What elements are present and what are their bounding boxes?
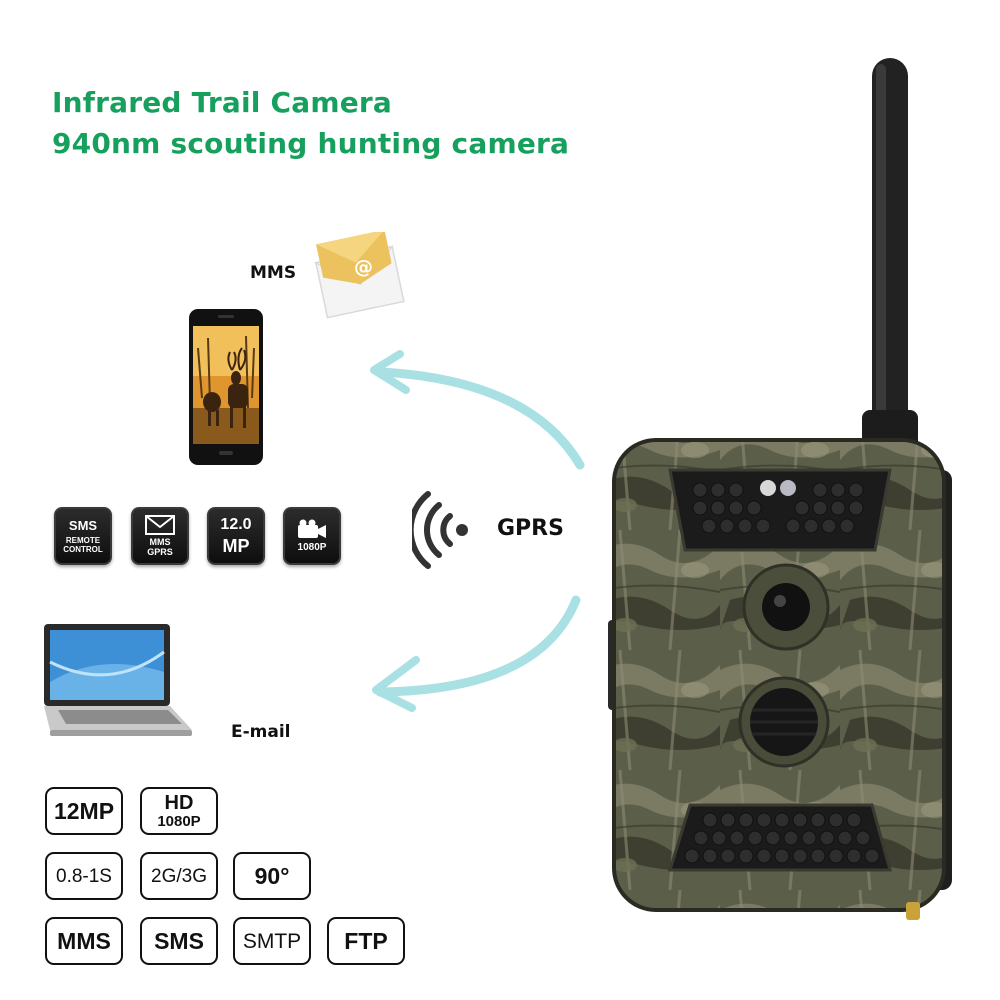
12mp-icon: 12.0 MP — [207, 507, 265, 565]
spec-badge-sms: SMS — [140, 917, 218, 965]
wifi-signal-icon — [407, 490, 476, 570]
email-label: E-mail — [231, 722, 291, 742]
spec-badge-subtext: 1080P — [157, 813, 201, 830]
feature-icon-text: SMS — [68, 518, 98, 533]
spec-badge-ftp: FTP — [327, 917, 405, 965]
envelope-at-sign: @ — [354, 256, 373, 278]
spec-badge-text: FTP — [344, 927, 388, 954]
spec-badge-text: 0.8-1S — [56, 865, 112, 887]
mms-gprs-icon: MMS GPRS — [131, 507, 189, 565]
spec-badge-trigger-speed: 0.8-1S — [45, 852, 123, 900]
spec-badge-text: 90° — [254, 862, 290, 889]
video-camera-icon — [298, 519, 326, 538]
feature-icon-text: 12.0 — [220, 515, 252, 533]
spec-badge-text: SMS — [154, 927, 204, 954]
sms-remote-control-icon: SMS REMOTE CONTROL — [54, 507, 112, 565]
mms-label: MMS — [250, 263, 297, 283]
feature-icon-text: 1080P — [297, 542, 327, 553]
spec-badge-text: 2G/3G — [151, 865, 207, 887]
spec-badge-text: SMTP — [242, 929, 302, 953]
gprs-label: GPRS — [497, 516, 564, 541]
trail-camera — [600, 50, 960, 925]
spec-badge-smtp: SMTP — [233, 917, 311, 965]
smartphone — [188, 308, 264, 466]
arrow-to-laptop — [360, 590, 600, 720]
title-line-2: 940nm scouting hunting camera — [52, 127, 570, 160]
spec-badge-text: HD — [164, 792, 194, 814]
feature-icon-text: GPRS — [147, 547, 173, 557]
spec-badge-hd-1080p: HD 1080P — [140, 787, 218, 835]
feature-icon-text: MMS — [149, 537, 171, 547]
feature-icon-text: CONTROL — [63, 545, 103, 554]
arrow-to-phone — [360, 340, 600, 480]
spec-badge-network: 2G/3G — [140, 852, 218, 900]
feature-icon-text: MP — [222, 535, 250, 556]
title-line-1: Infrared Trail Camera — [52, 86, 393, 119]
spec-badge-angle: 90° — [233, 852, 311, 900]
envelope-outline-icon — [145, 515, 175, 535]
laptop — [40, 622, 194, 740]
spec-badge-mms: MMS — [45, 917, 123, 965]
video-1080p-icon: 1080P — [283, 507, 341, 565]
spec-badge-12mp: 12MP — [45, 787, 123, 835]
antenna — [862, 58, 918, 450]
feature-icon-text: REMOTE — [65, 536, 101, 545]
spec-badge-text: MMS — [57, 927, 111, 954]
envelope-icon: @ — [310, 229, 410, 324]
spec-badge-text: 12MP — [53, 797, 115, 824]
